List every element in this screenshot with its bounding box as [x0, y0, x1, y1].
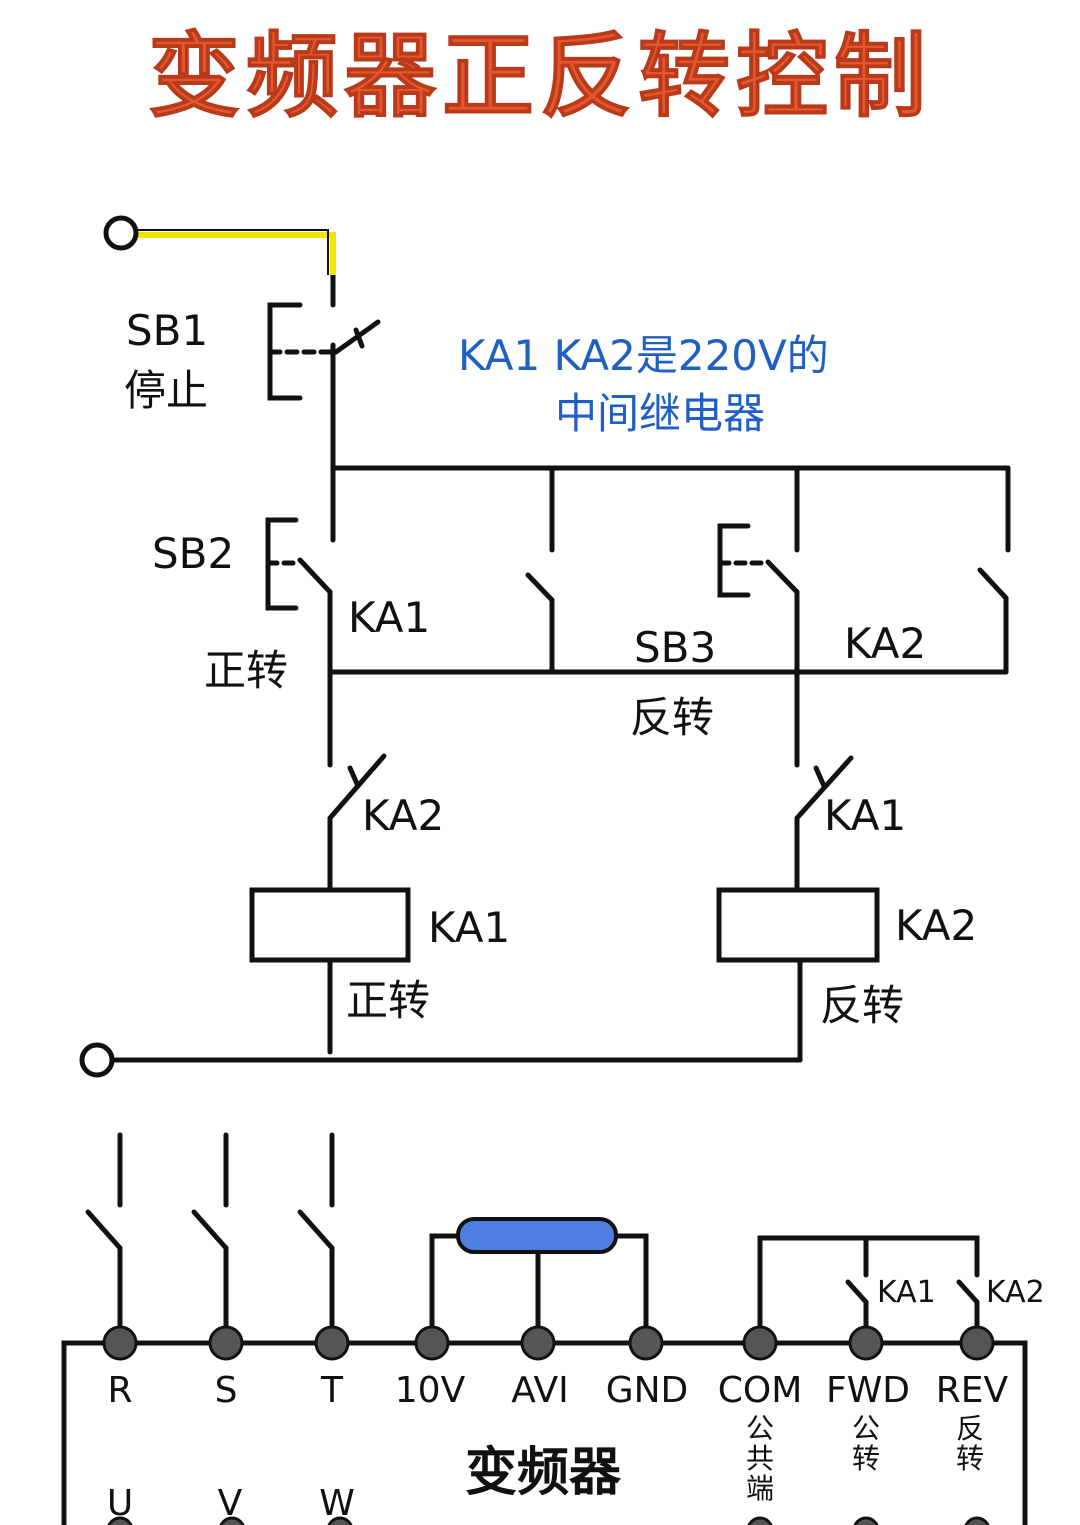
- note-line-2: 中间继电器: [555, 389, 765, 438]
- coil-ka1-label: KA1: [428, 903, 510, 952]
- terminal-u-label: U: [107, 1483, 133, 1524]
- control-wires: [110, 272, 1011, 1063]
- terminal-10v-label: 10V: [395, 1370, 466, 1411]
- fwd-contact-label: KA1: [877, 1275, 936, 1310]
- page-title: 变频器正反转控制: [148, 23, 932, 130]
- note-line-1: KA1 KA2是220V的: [458, 331, 829, 380]
- inverter-name: 变频器: [465, 1443, 622, 1503]
- coil-ka2-desc: 反转: [820, 981, 904, 1030]
- supply-terminal-bottom: [79, 1042, 115, 1078]
- supply-wire: [138, 232, 336, 275]
- terminal-w-label: W: [319, 1483, 355, 1524]
- sb1-label: SB1: [126, 306, 208, 355]
- output-dots: [107, 1516, 990, 1525]
- sb3-desc: 反转: [630, 693, 714, 742]
- com-sublabel: 公共端: [746, 1412, 774, 1505]
- terminal-t-label: T: [320, 1370, 344, 1411]
- sb2-label: SB2: [152, 529, 234, 578]
- fwd-sublabel: 公转: [852, 1412, 880, 1475]
- ka2-hold-label: KA2: [844, 619, 926, 668]
- coil-ka1-desc: 正转: [346, 976, 430, 1025]
- potentiometer: [456, 1217, 618, 1254]
- terminal-fwd-label: FWD: [826, 1370, 910, 1411]
- ka2-interlock-label: KA2: [362, 791, 444, 840]
- sb2-desc: 正转: [204, 646, 288, 695]
- ka1-interlock-label: KA1: [824, 791, 906, 840]
- terminal-rev-label: REV: [936, 1370, 1009, 1411]
- sb3-label: SB3: [634, 623, 716, 672]
- terminal-avi-label: AVI: [511, 1370, 569, 1411]
- terminal-r-label: R: [107, 1370, 132, 1411]
- terminal-com-label: COM: [718, 1370, 803, 1411]
- supply-terminal-top: [103, 215, 139, 251]
- terminal-v-label: V: [218, 1483, 243, 1524]
- sb1-desc: 停止: [124, 366, 208, 415]
- terminal-gnd-label: GND: [606, 1370, 689, 1411]
- terminal-dots: [102, 1325, 995, 1361]
- terminal-s-label: S: [215, 1370, 238, 1411]
- rev-sublabel: 反转: [956, 1412, 984, 1475]
- ka1-hold-label: KA1: [348, 593, 430, 642]
- coil-ka2-label: KA2: [895, 901, 977, 950]
- rev-contact-label: KA2: [986, 1275, 1045, 1310]
